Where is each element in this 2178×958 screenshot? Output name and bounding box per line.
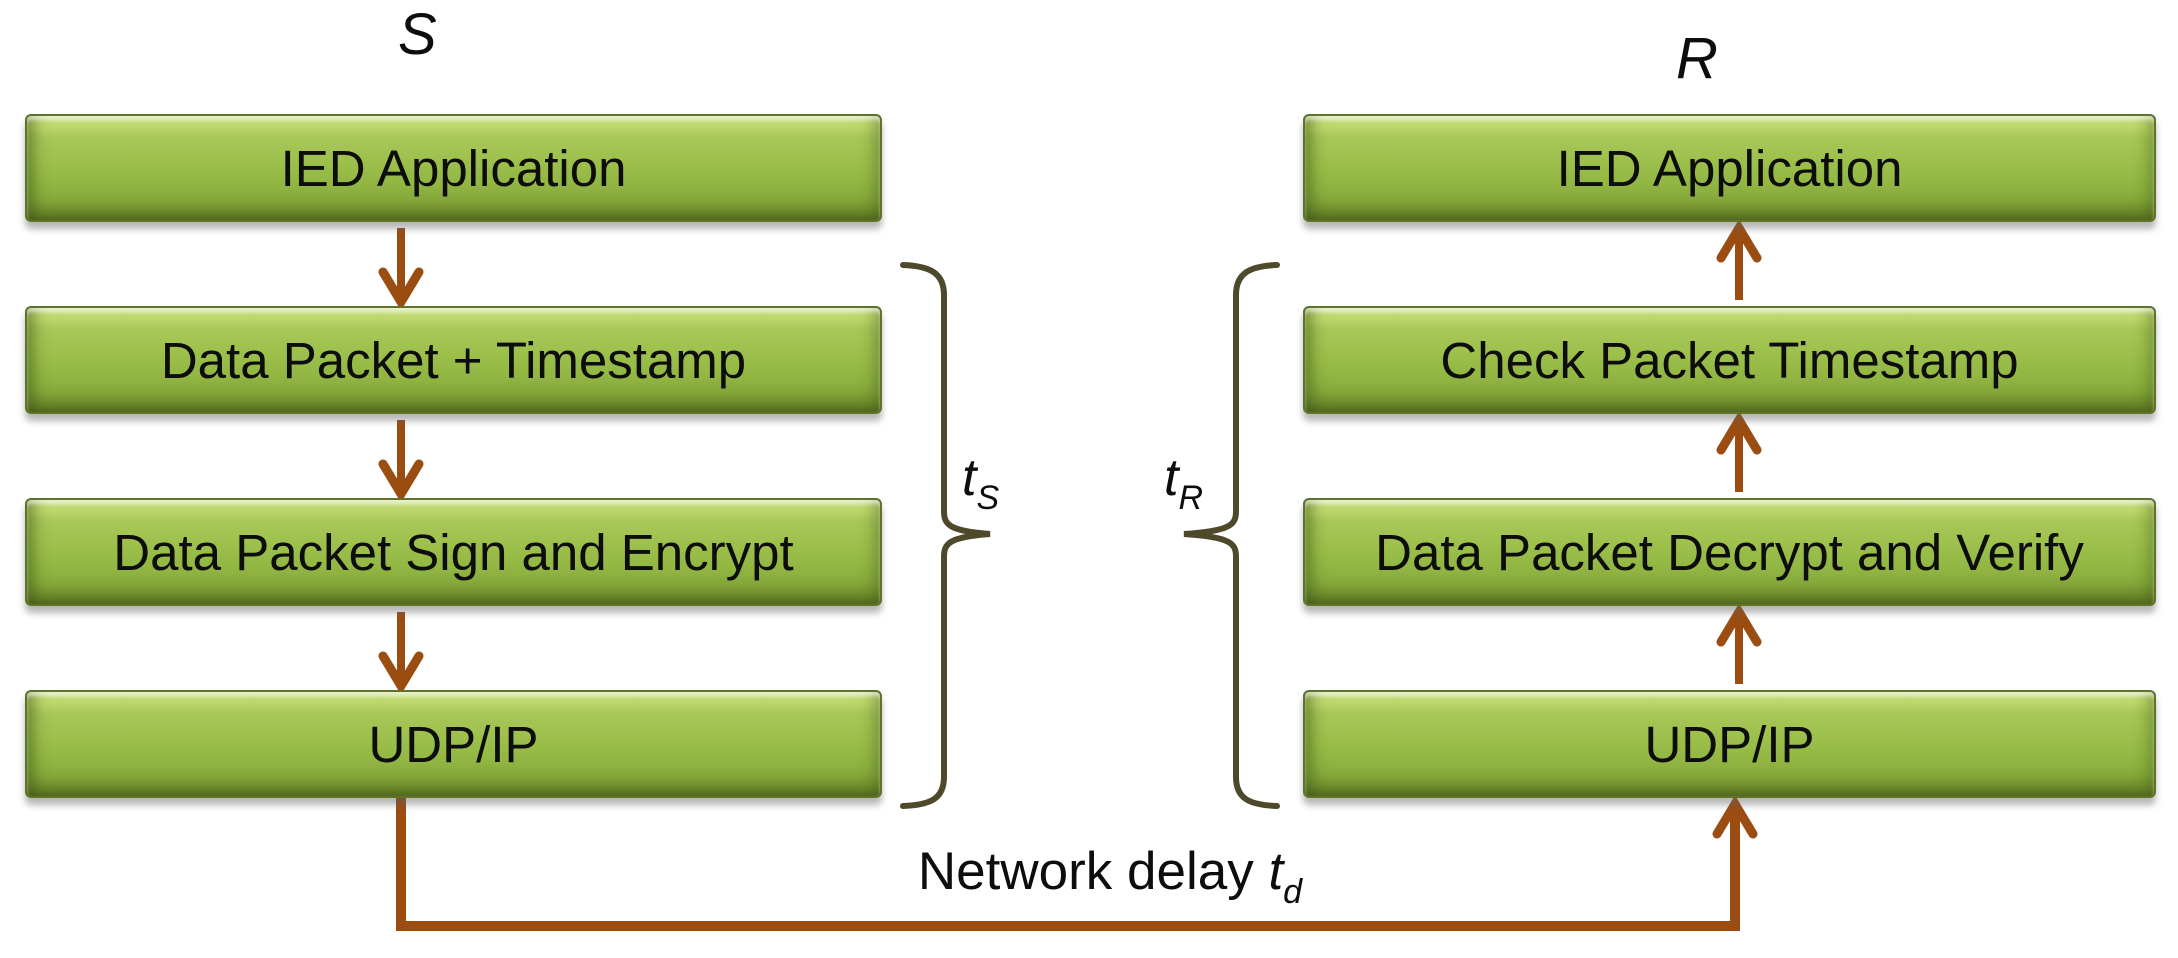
time-var-subscript: R [1178, 479, 1204, 517]
box-label: IED Application [1556, 139, 1903, 197]
receiver-up-arrow-3 [1716, 603, 1762, 684]
sender-time-label: tS [962, 449, 999, 515]
box-label: UDP/IP [368, 715, 539, 773]
receiver-box-udp-ip: UDP/IP [1303, 690, 2156, 798]
network-delay-connector [396, 795, 1758, 931]
delay-var-subscript: d [1283, 873, 1303, 911]
sender-box-udp-ip: UDP/IP [25, 690, 882, 798]
network-delay-text: Network delay [917, 842, 1269, 901]
box-label: UDP/IP [1644, 715, 1815, 773]
receiver-box-decrypt-verify: Data Packet Decrypt and Verify [1303, 498, 2156, 606]
time-var: t [1164, 449, 1179, 507]
box-label: Data Packet Sign and Encrypt [113, 523, 794, 581]
sender-time-brace [900, 262, 991, 809]
sender-box-sign-encrypt: Data Packet Sign and Encrypt [25, 498, 882, 606]
time-var-subscript: S [976, 479, 1000, 517]
sender-down-arrow-1 [378, 228, 424, 311]
receiver-up-arrow-1 [1716, 219, 1762, 300]
receiver-box-ied-application: IED Application [1303, 114, 2156, 222]
box-label: Data Packet + Timestamp [160, 331, 747, 389]
sender-box-ied-application: IED Application [25, 114, 882, 222]
sender-down-arrow-2 [378, 420, 424, 503]
receiver-column-title: R [1676, 26, 1718, 91]
receiver-up-arrow-2 [1716, 411, 1762, 492]
box-label: Check Packet Timestamp [1440, 331, 2019, 389]
receiver-time-brace [1183, 262, 1280, 809]
sender-column-title: S [398, 2, 437, 67]
box-label: IED Application [280, 139, 627, 197]
receiver-box-check-timestamp: Check Packet Timestamp [1303, 306, 2156, 414]
time-var: t [962, 449, 977, 507]
sender-down-arrow-3 [378, 612, 424, 695]
box-label: Data Packet Decrypt and Verify [1375, 523, 2084, 581]
receiver-time-label: tR [1164, 449, 1203, 515]
network-delay-label: Network delay td [850, 842, 1370, 909]
delay-var: t [1268, 842, 1284, 901]
sender-box-data-packet-timestamp: Data Packet + Timestamp [25, 306, 882, 414]
